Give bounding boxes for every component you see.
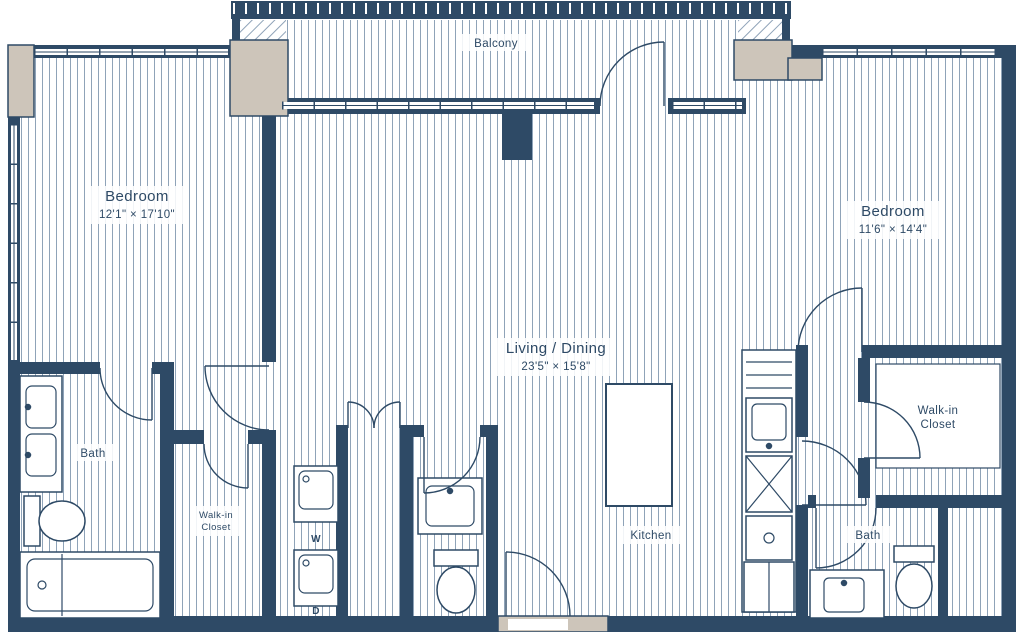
labels: Balcony Bedroom 12'1" × 17'10" Bedroom 1…	[80, 38, 958, 617]
walkin-right-label-2: Closet	[921, 419, 956, 431]
bath-right-door	[815, 507, 877, 569]
closet-left-door	[203, 443, 249, 489]
kitchen-counter	[741, 349, 797, 613]
bedroom-right-label: Bedroom	[861, 203, 925, 220]
bath-middle-door	[423, 436, 481, 494]
bedroom-left-label: Bedroom	[105, 188, 169, 205]
toilet-left-icon	[23, 495, 41, 547]
walkin-right-door	[863, 401, 921, 459]
windows	[10, 48, 996, 360]
bath-left-fixtures	[19, 375, 161, 619]
washer-dryer	[293, 465, 339, 607]
hall-right-door	[801, 440, 867, 506]
walkin-right-label-1: Walk-in	[918, 405, 959, 417]
walkin-right-shelf	[875, 363, 1001, 469]
bedroom-left-dims: 12'1" × 17'10"	[99, 209, 175, 221]
hall-closet-doors	[347, 401, 401, 429]
balcony-label: Balcony	[474, 38, 518, 50]
pantry-shelves-icon	[746, 361, 792, 389]
toilet-middle-icon	[433, 549, 479, 567]
toilet-right-icon	[893, 545, 935, 563]
bath-right-fixtures	[809, 545, 935, 619]
bath-left-door	[99, 367, 153, 421]
bedroom-right-door	[797, 287, 863, 353]
bath-right-label: Bath	[855, 530, 880, 542]
bedroom-left-door	[204, 365, 270, 431]
living-dining-label: Living / Dining	[506, 340, 606, 357]
label-halos	[72, 34, 942, 544]
kitchen-island	[605, 383, 673, 507]
doors	[99, 41, 921, 617]
bath-left-label: Bath	[80, 448, 105, 460]
kitchen-label: Kitchen	[630, 530, 671, 542]
entry-door	[505, 551, 571, 617]
walkin-left-label-2: Closet	[201, 522, 230, 533]
balcony-railing	[231, 1, 791, 19]
balcony-door	[599, 41, 665, 107]
living-dining-dims: 23'5" × 15'8"	[521, 361, 590, 373]
walkin-left-label-1: Walk-in	[199, 510, 233, 521]
bedroom-right-dims: 11'6" × 14'4"	[859, 224, 927, 236]
washer-label: W	[311, 534, 321, 545]
entry-opening	[508, 619, 568, 630]
dryer-label: D	[312, 606, 320, 617]
